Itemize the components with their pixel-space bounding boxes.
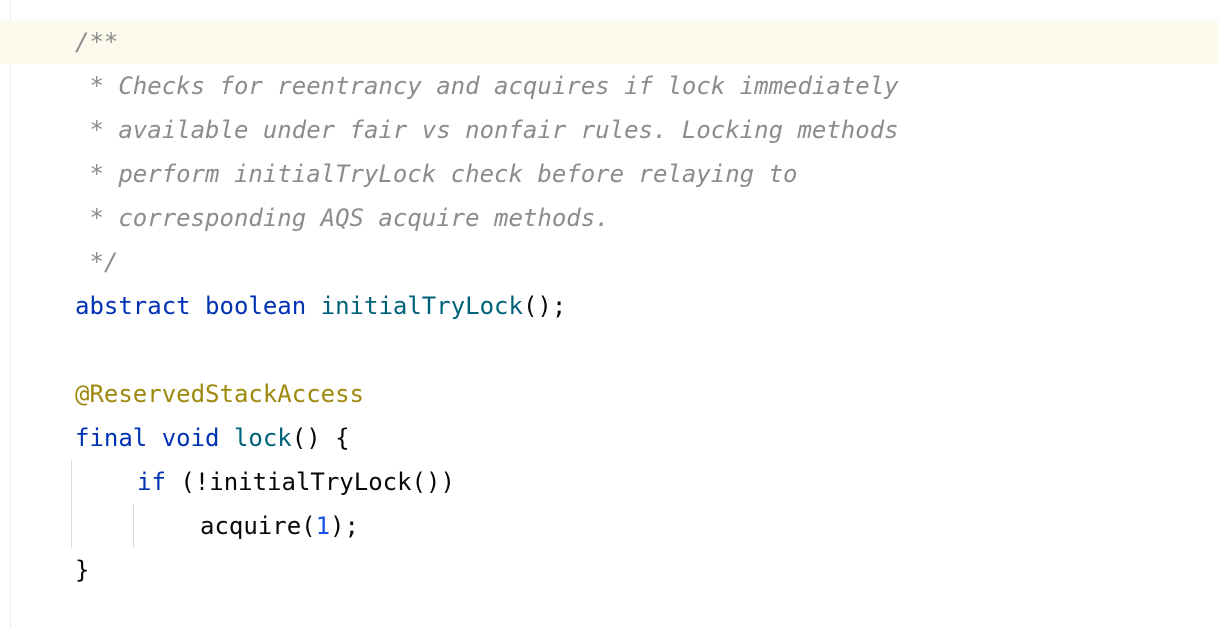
keyword-final: final <box>75 424 148 452</box>
comment-open: /** <box>75 28 119 56</box>
indent-guide-outer <box>71 460 72 548</box>
acquire-call-line: acquire(1); <box>200 504 359 548</box>
method-name-initial-try-lock: initialTryLock <box>320 292 523 320</box>
editor-gutter-border <box>10 0 11 628</box>
current-line-highlight <box>0 20 1218 64</box>
if-statement-line: if (!initialTryLock()) <box>137 460 455 504</box>
lock-method-signature: final void lock() { <box>75 416 350 460</box>
closing-brace: } <box>75 556 90 584</box>
annotation-reserved-stack-access: @ReservedStackAccess <box>75 380 364 408</box>
method-name-lock: lock <box>233 424 292 452</box>
comment-line-1: * Checks for reentrancy and acquires if … <box>75 72 899 100</box>
keyword-void: void <box>161 424 220 452</box>
if-condition: (!initialTryLock()) <box>165 468 455 496</box>
keyword-abstract: abstract <box>75 292 191 320</box>
comment-line-2: * available under fair vs nonfair rules.… <box>75 116 899 144</box>
signature-punctuation: () { <box>291 424 350 452</box>
comment-line-3: * perform initialTryLock check before re… <box>75 160 798 188</box>
keyword-if: if <box>137 468 166 496</box>
number-literal: 1 <box>315 512 331 540</box>
comment-close: */ <box>75 248 119 276</box>
keyword-boolean: boolean <box>205 292 307 320</box>
indent-guide-inner <box>133 504 134 548</box>
abstract-declaration-line: abstract boolean initialTryLock(); <box>75 284 566 328</box>
comment-line-4: * corresponding AQS acquire methods. <box>75 204 610 232</box>
acquire-call: acquire( <box>200 512 316 540</box>
declaration-punctuation: (); <box>522 292 567 320</box>
acquire-call-close: ); <box>330 512 359 540</box>
